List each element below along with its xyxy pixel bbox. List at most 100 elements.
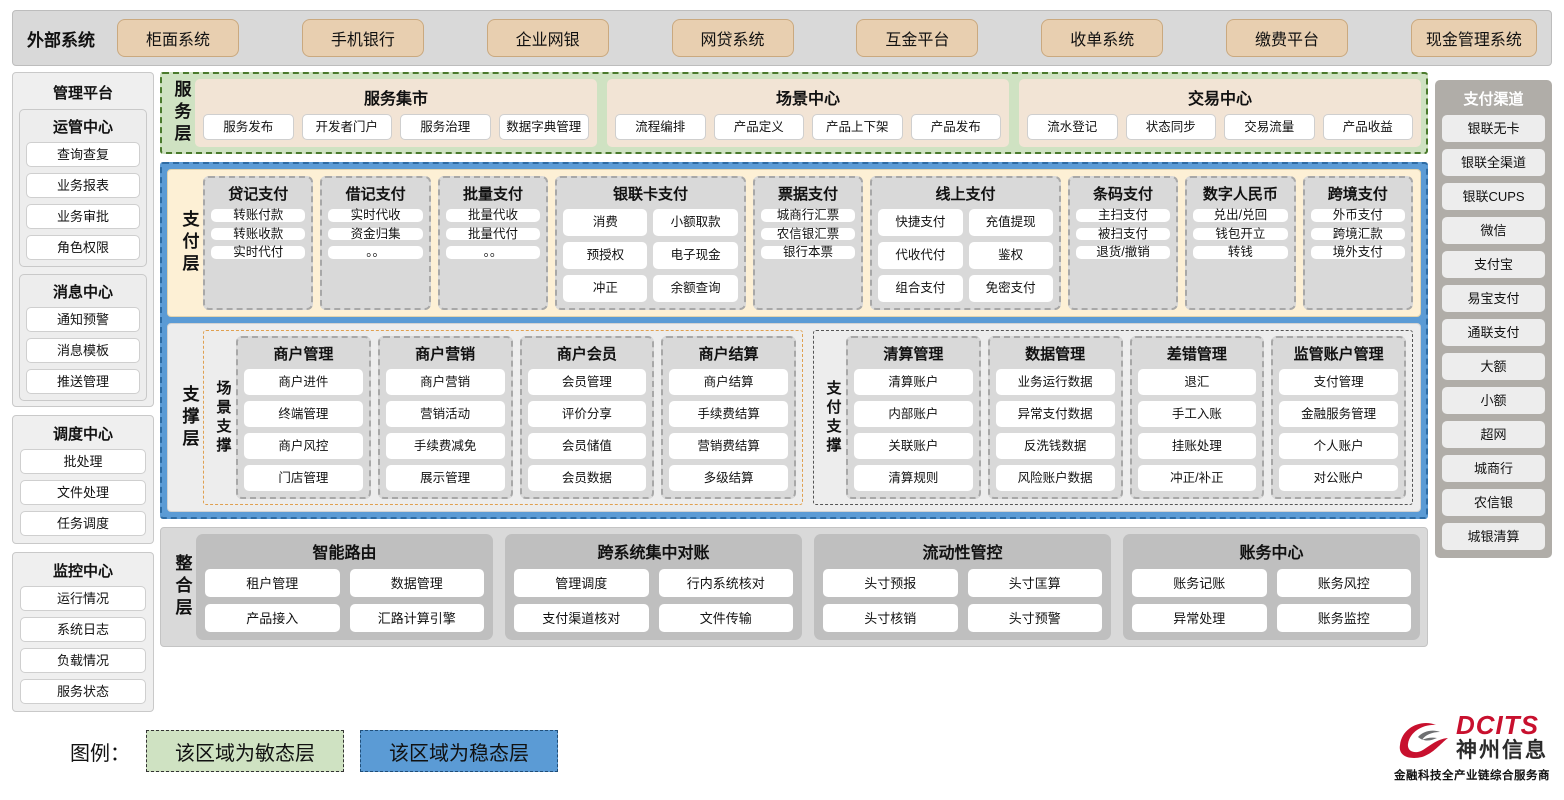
- service-item[interactable]: 产品上下架: [812, 114, 903, 140]
- support-item[interactable]: 评价分享: [527, 401, 647, 427]
- support-item[interactable]: 商户进件: [244, 369, 363, 395]
- management-item[interactable]: 推送管理: [26, 369, 140, 394]
- payment-channel-item[interactable]: 城商行: [1442, 455, 1545, 482]
- external-system-chip[interactable]: 现金管理系统: [1410, 19, 1537, 57]
- integration-item[interactable]: 头寸预报: [823, 569, 958, 597]
- management-item[interactable]: 负载情况: [20, 648, 146, 673]
- support-item[interactable]: 终端管理: [244, 401, 363, 427]
- payment-item[interactable]: 代收代付: [878, 242, 963, 269]
- payment-channel-item[interactable]: 支付宝: [1442, 251, 1545, 278]
- support-item[interactable]: 会员数据: [527, 465, 647, 491]
- payment-item[interactable]: 小额取款: [653, 209, 738, 236]
- integration-item[interactable]: 账务风控: [1276, 569, 1411, 597]
- service-item[interactable]: 产品发布: [910, 114, 1001, 140]
- integration-item[interactable]: 数据管理: [349, 569, 484, 597]
- payment-item[interactable]: 外币支付: [1310, 209, 1405, 222]
- payment-channel-item[interactable]: 通联支付: [1442, 319, 1545, 346]
- integration-item[interactable]: 头寸匡算: [967, 569, 1102, 597]
- support-item[interactable]: 商户营销: [385, 369, 505, 395]
- payment-item[interactable]: 实时代付: [211, 246, 306, 259]
- support-item[interactable]: 关联账户: [854, 433, 973, 459]
- support-item[interactable]: 风险账户数据: [995, 465, 1115, 491]
- payment-item[interactable]: 鉴权: [968, 242, 1053, 269]
- payment-item[interactable]: 。。: [328, 246, 423, 259]
- support-item[interactable]: 清算规则: [854, 465, 973, 491]
- payment-channel-item[interactable]: 超网: [1442, 421, 1545, 448]
- integration-item[interactable]: 头寸预警: [967, 604, 1102, 632]
- payment-item[interactable]: 退货/撤销: [1075, 246, 1171, 259]
- support-item[interactable]: 商户风控: [244, 433, 363, 459]
- payment-item[interactable]: 银行本票: [760, 246, 856, 259]
- external-system-chip[interactable]: 手机银行: [301, 19, 424, 57]
- support-item[interactable]: 会员储值: [527, 433, 647, 459]
- support-item[interactable]: 个人账户: [1279, 433, 1398, 459]
- payment-item[interactable]: 电子现金: [653, 242, 738, 269]
- management-item[interactable]: 系统日志: [20, 617, 146, 642]
- payment-item[interactable]: 免密支付: [968, 275, 1053, 302]
- support-item[interactable]: 营销活动: [385, 401, 505, 427]
- payment-item[interactable]: 资金归集: [328, 227, 423, 240]
- payment-item[interactable]: 消费: [563, 209, 648, 236]
- integration-item[interactable]: 产品接入: [205, 604, 340, 632]
- payment-item[interactable]: 转钱: [1193, 246, 1288, 259]
- payment-item[interactable]: 农信银汇票: [760, 227, 856, 240]
- external-system-chip[interactable]: 收单系统: [1041, 19, 1164, 57]
- payment-item[interactable]: 冲正: [563, 275, 648, 302]
- payment-item[interactable]: 预授权: [563, 242, 648, 269]
- payment-item[interactable]: 批量代付: [445, 227, 541, 240]
- service-item[interactable]: 流水登记: [1027, 114, 1118, 140]
- external-system-chip[interactable]: 企业网银: [486, 19, 609, 57]
- management-item[interactable]: 通知预警: [26, 307, 140, 332]
- integration-item[interactable]: 头寸核销: [823, 604, 958, 632]
- management-item[interactable]: 业务审批: [26, 204, 140, 229]
- service-item[interactable]: 数据字典管理: [498, 114, 589, 140]
- service-item[interactable]: 产品收益: [1322, 114, 1413, 140]
- payment-channel-item[interactable]: 银联CUPS: [1442, 183, 1545, 210]
- support-item[interactable]: 支付管理: [1279, 369, 1398, 395]
- support-item[interactable]: 对公账户: [1279, 465, 1398, 491]
- support-item[interactable]: 挂账处理: [1137, 433, 1257, 459]
- support-item[interactable]: 会员管理: [527, 369, 647, 395]
- payment-channel-item[interactable]: 小额: [1442, 387, 1545, 414]
- integration-item[interactable]: 账务监控: [1276, 604, 1411, 632]
- payment-channel-item[interactable]: 农信银: [1442, 489, 1545, 516]
- support-item[interactable]: 手工入账: [1137, 401, 1257, 427]
- payment-item[interactable]: 钱包开立: [1193, 227, 1288, 240]
- support-item[interactable]: 展示管理: [385, 465, 505, 491]
- integration-item[interactable]: 文件传输: [658, 604, 793, 632]
- support-item[interactable]: 冲正/补正: [1137, 465, 1257, 491]
- external-system-chip[interactable]: 缴费平台: [1226, 19, 1349, 57]
- payment-channel-item[interactable]: 微信: [1442, 217, 1545, 244]
- integration-item[interactable]: 行内系统核对: [658, 569, 793, 597]
- support-item[interactable]: 退汇: [1137, 369, 1257, 395]
- payment-item[interactable]: 组合支付: [878, 275, 963, 302]
- payment-item[interactable]: 。。: [445, 246, 541, 259]
- payment-item[interactable]: 实时代收: [328, 209, 423, 222]
- external-system-chip[interactable]: 互金平台: [856, 19, 979, 57]
- support-item[interactable]: 手续费结算: [669, 401, 788, 427]
- service-item[interactable]: 开发者门户: [301, 114, 392, 140]
- payment-item[interactable]: 主扫支付: [1075, 209, 1171, 222]
- management-item[interactable]: 批处理: [20, 449, 146, 474]
- payment-item[interactable]: 境外支付: [1310, 246, 1405, 259]
- payment-item[interactable]: 快捷支付: [878, 209, 963, 236]
- management-item[interactable]: 查询查复: [26, 142, 140, 167]
- support-item[interactable]: 营销费结算: [669, 433, 788, 459]
- support-item[interactable]: 手续费减免: [385, 433, 505, 459]
- support-item[interactable]: 清算账户: [854, 369, 973, 395]
- payment-item[interactable]: 被扫支付: [1075, 227, 1171, 240]
- support-item[interactable]: 业务运行数据: [995, 369, 1115, 395]
- payment-channel-item[interactable]: 大额: [1442, 353, 1545, 380]
- support-item[interactable]: 内部账户: [854, 401, 973, 427]
- payment-channel-item[interactable]: 易宝支付: [1442, 285, 1545, 312]
- integration-item[interactable]: 账务记账: [1132, 569, 1267, 597]
- service-item[interactable]: 产品定义: [713, 114, 804, 140]
- management-item[interactable]: 运行情况: [20, 586, 146, 611]
- service-item[interactable]: 服务治理: [400, 114, 491, 140]
- payment-item[interactable]: 转账收款: [211, 227, 306, 240]
- management-item[interactable]: 文件处理: [20, 480, 146, 505]
- service-item[interactable]: 服务发布: [203, 114, 294, 140]
- support-item[interactable]: 商户结算: [669, 369, 788, 395]
- management-item[interactable]: 任务调度: [20, 511, 146, 536]
- payment-item[interactable]: 兑出/兑回: [1193, 209, 1288, 222]
